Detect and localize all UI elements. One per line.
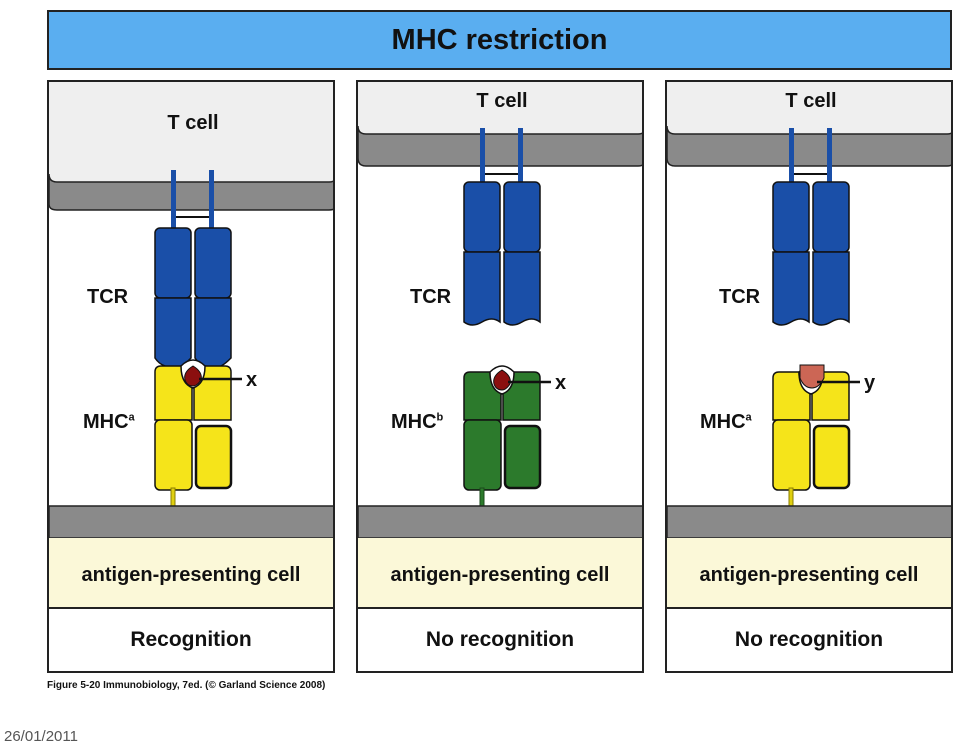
tcr-alpha-variable (772, 251, 810, 326)
peptide-x (493, 369, 511, 391)
mhc-alpha3-domain (154, 419, 193, 491)
apc-label: antigen-presenting cell (81, 564, 301, 586)
peptide-label: x (555, 372, 567, 394)
panel-recognition: T cell TCR MHCa x antigen-presenting cel… (47, 80, 335, 673)
apc-label: antigen-presenting cell (699, 564, 919, 586)
t-cell-body (667, 82, 951, 134)
mhc-beta2m-domain (503, 424, 542, 490)
outcome-label: No recognition (358, 607, 642, 671)
peptide-label: y (864, 372, 876, 394)
peptide-label: x (246, 369, 258, 391)
t-cell-label: T cell (476, 90, 528, 112)
mhc-superscript: a (128, 411, 135, 424)
mhc-label: MHCa (83, 411, 135, 434)
tcr-stalk-right (827, 128, 832, 184)
mhc-label-text: MHC (83, 411, 129, 433)
tcr-label: TCR (719, 286, 761, 308)
mhc-label: MHCa (700, 411, 752, 434)
tcr-beta-constant (194, 227, 232, 299)
t-cell-label: T cell (167, 112, 219, 134)
panel-no-recognition-mhc-b: T cell TCR MHCb x antigen-presenting cel… (356, 80, 644, 673)
figure-title: MHC restriction (47, 10, 952, 70)
peptide-x (184, 365, 202, 387)
panel-2-drawing (358, 82, 642, 609)
apc-label: antigen-presenting cell (390, 564, 610, 586)
slide-date: 26/01/2011 (4, 728, 78, 745)
tcr-alpha-variable (463, 251, 501, 326)
apc-membrane (667, 505, 951, 539)
t-cell-membrane (358, 125, 642, 167)
t-cell-body (49, 82, 333, 182)
t-cell-membrane (667, 125, 951, 167)
tcr-beta-variable (503, 251, 541, 326)
panel-3-drawing (667, 82, 951, 609)
tcr-stalk-left (789, 128, 794, 184)
t-cell-membrane (49, 173, 333, 211)
apc-membrane (358, 505, 642, 539)
apc-body (667, 538, 951, 609)
mhc-alpha3-domain (772, 419, 811, 491)
mhc-label: MHCb (391, 411, 443, 434)
mhc-alpha3-domain (463, 419, 502, 491)
mhc-superscript: b (436, 411, 444, 424)
panel-no-recognition-peptide-y: T cell TCR MHCa y antigen-presenting cel… (665, 80, 953, 673)
tcr-alpha-constant (463, 181, 501, 253)
t-cell-label: T cell (785, 90, 837, 112)
tcr-alpha-constant (772, 181, 810, 253)
outcome-label: No recognition (667, 607, 951, 671)
apc-body (358, 538, 642, 609)
apc-membrane (49, 505, 333, 539)
tcr-stalk-right (518, 128, 523, 184)
tcr-label: TCR (87, 286, 129, 308)
mhc-label-text: MHC (391, 411, 437, 433)
tcr-stalk-right (209, 170, 214, 230)
outcome-label: Recognition (49, 607, 333, 671)
tcr-beta-constant (812, 181, 850, 253)
mhc-beta2m-domain (812, 424, 851, 490)
figure-caption: Figure 5-20 Immunobiology, 7ed. (© Garla… (47, 680, 326, 691)
tcr-stalk-left (171, 170, 176, 230)
apc-body (49, 538, 333, 609)
tcr-label: TCR (410, 286, 452, 308)
mhc-label-text: MHC (700, 411, 746, 433)
t-cell-body (358, 82, 642, 134)
panel-1-drawing (49, 82, 333, 609)
mhc-beta2m-domain (194, 424, 233, 490)
tcr-beta-variable (812, 251, 850, 326)
tcr-alpha-constant (154, 227, 192, 299)
tcr-stalk-left (480, 128, 485, 184)
tcr-beta-constant (503, 181, 541, 253)
mhc-superscript: a (745, 411, 752, 424)
